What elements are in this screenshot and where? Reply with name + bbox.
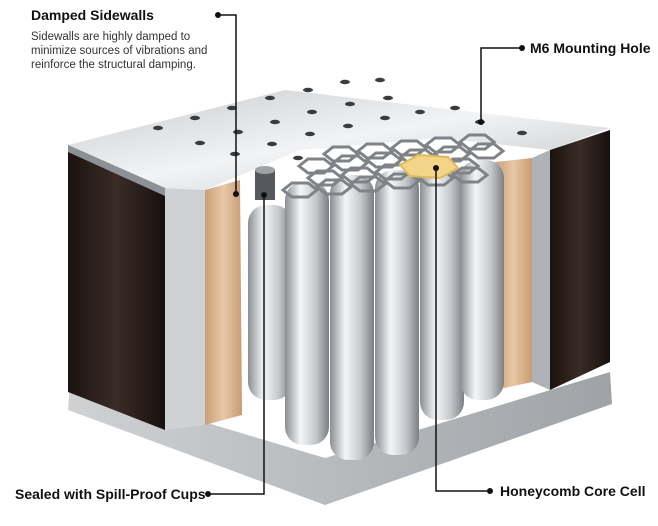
honeycomb-cell — [296, 157, 336, 175]
honeycomb-cell — [355, 142, 395, 160]
right-sidewall-outer — [550, 130, 610, 390]
honeycomb-column — [375, 170, 419, 455]
honeycomb-cell — [423, 136, 463, 154]
mounting-hole — [227, 105, 237, 111]
spill-proof-cup — [255, 170, 275, 200]
mounting-hole — [303, 87, 313, 93]
mounting-hole — [270, 119, 280, 125]
honeycomb-core-label: Honeycomb Core Cell — [500, 483, 646, 499]
top-plate — [68, 90, 610, 190]
mounting-hole — [265, 95, 275, 101]
leader-m6-hole — [480, 47, 522, 122]
leader-dots — [205, 12, 525, 497]
spill-proof-cup-rim — [255, 166, 275, 174]
left-damping-layer — [205, 180, 242, 425]
left-inner-wall — [165, 188, 205, 430]
honeycomb-cell — [389, 139, 429, 157]
honeycomb-cell — [339, 166, 379, 184]
mounting-hole — [380, 115, 390, 121]
honeycomb-cell — [348, 175, 388, 193]
honeycomb-cell — [314, 178, 354, 196]
right-damping-layer — [495, 158, 532, 390]
honeycomb-core — [248, 160, 504, 460]
mounting-hole — [343, 123, 353, 129]
honeycomb-cell — [466, 142, 506, 160]
base-plate — [68, 372, 612, 505]
honeycomb-column — [285, 182, 329, 445]
mounting-hole — [307, 109, 317, 115]
mounting-hole — [230, 151, 240, 157]
honeycomb-cell — [382, 172, 422, 190]
mounting-hole — [517, 130, 527, 136]
honeycomb-column — [420, 165, 464, 420]
mounting-hole — [267, 141, 277, 147]
honeycomb-cell — [280, 181, 320, 199]
spill-proof-cups-label: Sealed with Spill-Proof Cups — [15, 486, 206, 502]
highlighted-core-cell — [398, 153, 460, 180]
honeycomb-column — [330, 175, 374, 460]
honeycomb-cell — [441, 157, 481, 175]
damped-sidewalls-description: Sidewalls are highly damped to minimize … — [31, 31, 208, 71]
damped-sidewalls-title: Damped Sidewalls — [31, 7, 154, 23]
honeycomb-column — [248, 205, 292, 400]
mounting-hole — [233, 129, 243, 135]
m6-mounting-hole-label: M6 Mounting Hole — [530, 40, 651, 56]
mounting-hole — [375, 77, 385, 83]
honeycomb-cell — [364, 151, 404, 169]
honeycomb-cell — [305, 169, 345, 187]
leader-honeycomb — [435, 168, 490, 492]
mounting-hole-grid — [153, 77, 527, 161]
honeycomb-cell — [321, 145, 361, 163]
honeycomb-cell — [457, 133, 497, 151]
mounting-hole — [293, 155, 303, 161]
honeycomb-column — [460, 160, 504, 400]
mounting-hole — [153, 125, 163, 131]
mounting-hole — [415, 109, 425, 115]
mounting-hole — [383, 95, 393, 101]
leader-spill-proof — [208, 195, 265, 495]
top-plate-front-edge — [68, 145, 165, 196]
mounting-hole — [305, 131, 315, 137]
honeycomb-cell — [330, 154, 370, 172]
honeycomb-cell — [450, 166, 490, 184]
mounting-hole — [450, 105, 460, 111]
mounting-hole — [190, 115, 200, 121]
leader-lines — [208, 14, 522, 495]
mounting-hole — [345, 101, 355, 107]
right-inner-wall — [532, 150, 550, 390]
leader-damped-sidewalls — [218, 14, 237, 194]
mounting-hole — [340, 79, 350, 85]
left-sidewall-outer — [68, 145, 165, 430]
mounting-hole — [195, 140, 205, 146]
